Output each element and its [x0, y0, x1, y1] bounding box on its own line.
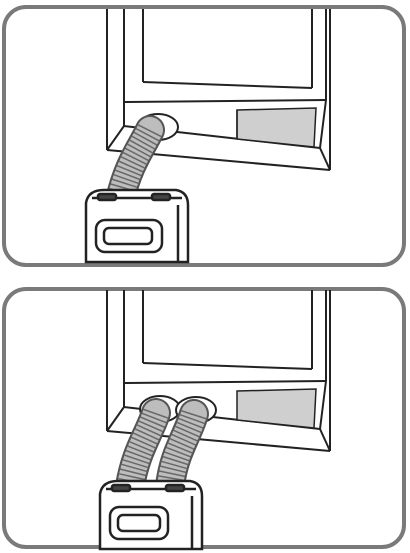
- vent-panel-icon: [237, 389, 316, 428]
- dual-hose-illustration: [0, 281, 410, 553]
- exhaust-hose-icon: [170, 414, 194, 486]
- vent-panel-icon: [237, 108, 316, 147]
- panel-border: [4, 7, 404, 265]
- exhaust-hose-icon: [130, 413, 156, 486]
- portable-air-conditioner-icon: [100, 481, 202, 549]
- panel-dual-hose: [0, 281, 410, 553]
- single-hose-illustration: [0, 0, 410, 272]
- portable-air-conditioner-icon: [86, 190, 188, 262]
- panel-single-hose: [0, 0, 410, 272]
